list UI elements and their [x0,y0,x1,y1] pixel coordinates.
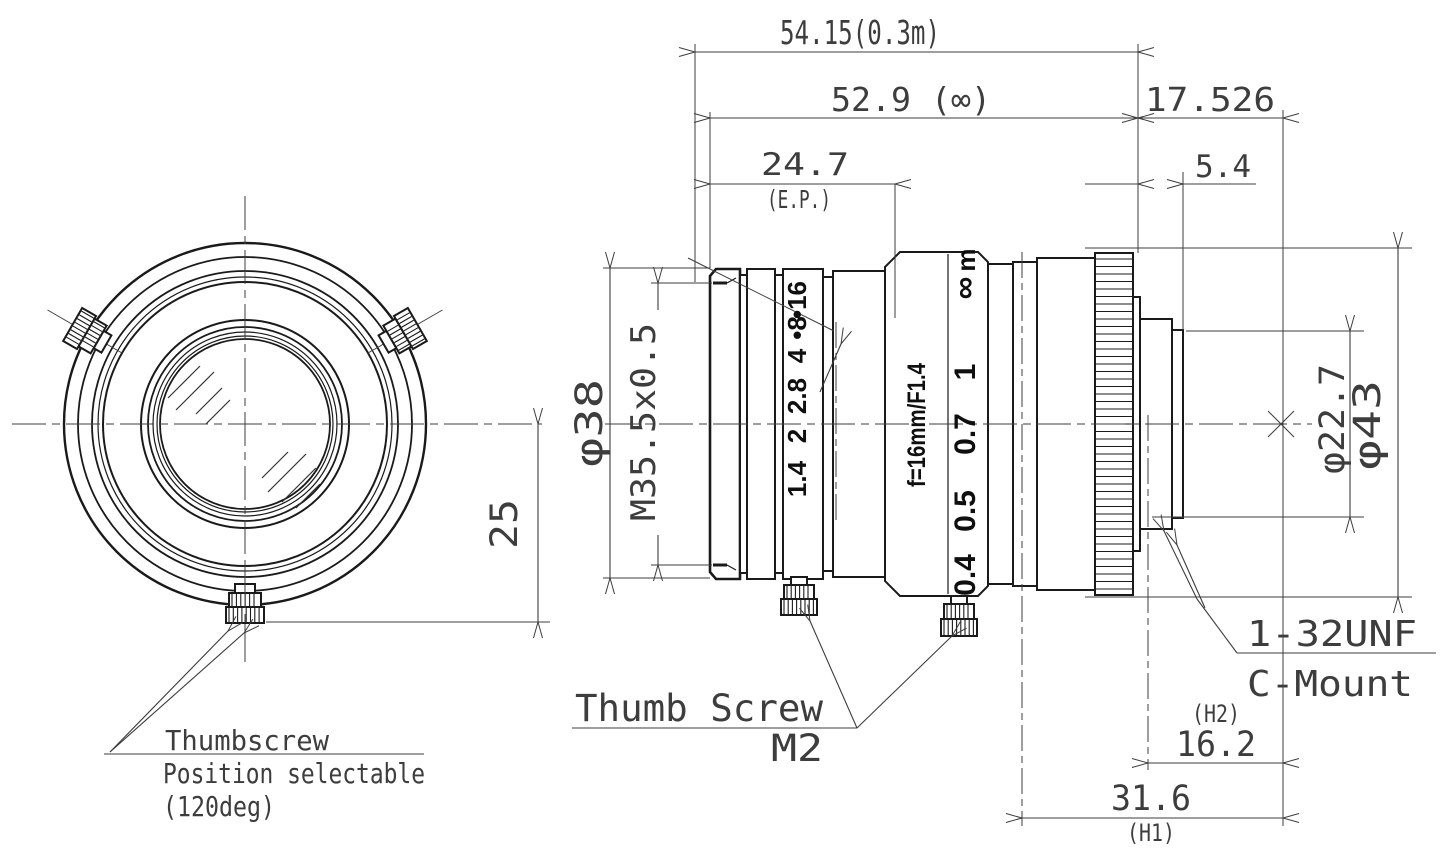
dim-body-diameter: φ43 [1346,380,1389,470]
dim-entrance-pupil: 24.7 [761,147,849,183]
leader-lines [104,531,1436,755]
thumbscrew-note-line2: Position selectable [163,757,425,790]
dim-overall-inf: 52.9 (∞) [831,80,991,119]
knurl-texture [1096,258,1132,590]
focus-mark-0_7: 0.7 [949,413,982,455]
thumb-screw-size-label: M2 [771,727,823,770]
filter-thread-marks [713,277,737,571]
front-view-centerlines [12,196,542,662]
aperture-mark-8: •8 [782,316,812,340]
front-view [12,196,542,662]
dim-h2: 16.2 [1176,725,1256,765]
thumbscrew-side-focus [940,595,978,637]
side-view-barrel [605,251,1312,637]
thumbscrew-note-line3: (120deg) [163,790,275,823]
annotation-labels: Thumbscrew Position selectable (120deg) … [163,614,1417,823]
glass-reflection-hatch [167,365,321,509]
aperture-mark-1_4: 1.4 [782,460,812,497]
dim-entrance-pupil-note: (E.P.) [767,185,831,214]
focus-mark-0_5: 0.5 [949,490,982,532]
image-plane-marker [1267,410,1295,438]
thumb-screw-label: Thumb Screw [575,687,824,730]
lens-engravings: 1.4 2 2.8 4 •8 •16 f=16mm/F1.4 0.4 0.5 0… [782,248,982,595]
thumbscrew-side-aperture [780,576,818,616]
dim-h2-label: (H2) [1192,700,1240,728]
dimension-labels: 54.15(0.3m) 52.9 (∞) 17.526 24.7 (E.P.) … [483,13,1389,847]
dim-overall-near: 54.15(0.3m) [780,13,940,52]
dim-pilot-diameter: φ22.7 [1313,364,1353,474]
dim-h1-label: (H1) [1127,819,1175,847]
focus-mark-0_4: 0.4 [949,554,982,596]
dimension-lines [538,52,1398,818]
dim-filter-thread: M35.5x0.5 [624,323,664,521]
thumbscrew-note-line1: Thumbscrew [165,724,329,757]
extension-lines [266,44,1412,826]
aperture-mark-2_8: 2.8 [782,378,812,414]
dim-flange-focal-distance: 17.526 [1145,80,1275,119]
dim-h1: 31.6 [1111,779,1191,819]
aperture-mark-2: 2 [782,429,812,443]
dim-front-diameter: φ38 [568,379,611,467]
dim-mount-depth: 5.4 [1195,149,1251,185]
focus-mark-m: m [951,248,981,271]
aperture-mark-16: •16 [782,281,812,319]
focus-mark-inf: ∞ [946,277,982,300]
mount-thread-label: 1-32UNF [1247,614,1417,655]
lens-spec-engraving: f=16mm/F1.4 [903,363,931,487]
focus-mark-1: 1 [949,364,982,381]
aperture-mark-4: 4 [782,348,812,363]
dim-screw-offset: 25 [483,499,526,549]
mount-type-label: C-Mount [1247,664,1413,705]
